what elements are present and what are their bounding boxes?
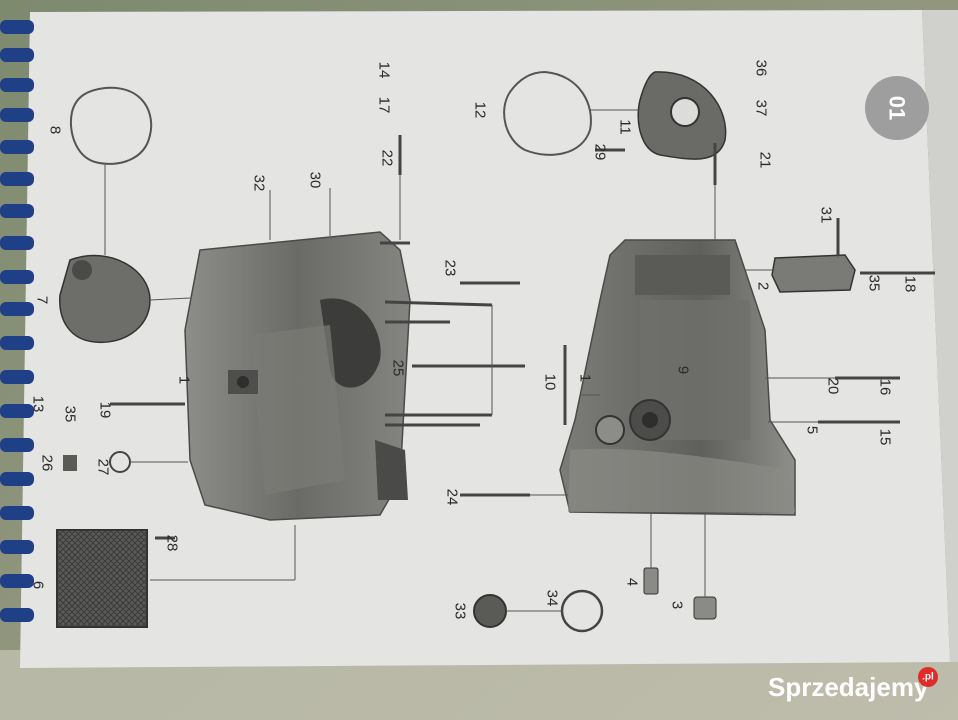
callout-c11: 11 [617, 119, 634, 135]
sleeve-4 [643, 567, 659, 595]
callout-c26: 26 [39, 455, 56, 472]
callout-c7: 7 [34, 296, 51, 304]
callout-c29: 29 [592, 144, 609, 161]
callout-c35b: 35 [866, 275, 883, 292]
callout-c15: 15 [877, 429, 894, 446]
callout-c36: 36 [753, 60, 770, 77]
callout-c14: 14 [376, 62, 393, 79]
callout-c16: 16 [877, 379, 894, 396]
callout-c13: 13 [30, 396, 47, 413]
callout-c19: 19 [97, 402, 114, 419]
callout-c22: 22 [379, 150, 396, 167]
page-badge-text: 01 [885, 96, 910, 120]
page-badge: 01 [865, 76, 929, 140]
plug-26 [63, 455, 77, 471]
callout-c20: 20 [825, 378, 842, 395]
callout-c28: 28 [164, 535, 181, 552]
leader-lines [104, 109, 839, 612]
callout-c8: 8 [47, 126, 64, 134]
callout-c32: 32 [251, 175, 268, 192]
cover-7 [59, 254, 151, 344]
callout-c34: 34 [544, 590, 561, 607]
watermark: Sprzedajemy .pl [768, 667, 938, 702]
callout-c18: 18 [902, 276, 919, 293]
callout-c10: 10 [542, 374, 559, 391]
watermark-brand: Sprzedajemy [768, 672, 929, 702]
callout-c3: 3 [669, 601, 686, 609]
callout-c24: 24 [444, 489, 461, 506]
gasket-8 [69, 86, 153, 165]
callout-c25: 25 [390, 360, 407, 377]
gasket-12 [503, 70, 592, 156]
callout-c31: 31 [818, 207, 835, 224]
callout-c27: 27 [95, 459, 112, 476]
callout-c23: 23 [442, 260, 459, 277]
callout-c37: 37 [753, 100, 770, 117]
watermark-dot [918, 667, 938, 687]
callout-c6: 6 [30, 581, 47, 589]
callout-c33: 33 [452, 603, 469, 620]
callout-c35a: 35 [62, 406, 79, 423]
callout-c4: 4 [624, 578, 641, 586]
right-crankcase [559, 239, 796, 516]
paper-edge-shadow [922, 10, 958, 662]
watermark-tld: .pl [922, 672, 934, 683]
cover-2 [771, 254, 856, 293]
plug-33 [473, 594, 507, 628]
bearing-cover-11 [637, 71, 727, 160]
callout-c1b: 1 [577, 374, 594, 382]
left-crankcase [184, 231, 411, 521]
left-case-studs [380, 241, 493, 427]
callout-c30: 30 [307, 172, 324, 189]
bolts [110, 135, 935, 540]
callout-c5: 5 [804, 426, 821, 434]
callout-c17: 17 [376, 97, 393, 114]
callout-c12: 12 [472, 102, 489, 119]
filter-6 [56, 529, 148, 628]
callout-c21: 21 [757, 152, 774, 169]
spiral-binding [0, 20, 34, 622]
callout-c1a: 1 [176, 376, 193, 384]
callout-c9: 9 [675, 366, 692, 374]
callout-c2: 2 [755, 282, 772, 290]
sleeve-3 [693, 596, 717, 620]
